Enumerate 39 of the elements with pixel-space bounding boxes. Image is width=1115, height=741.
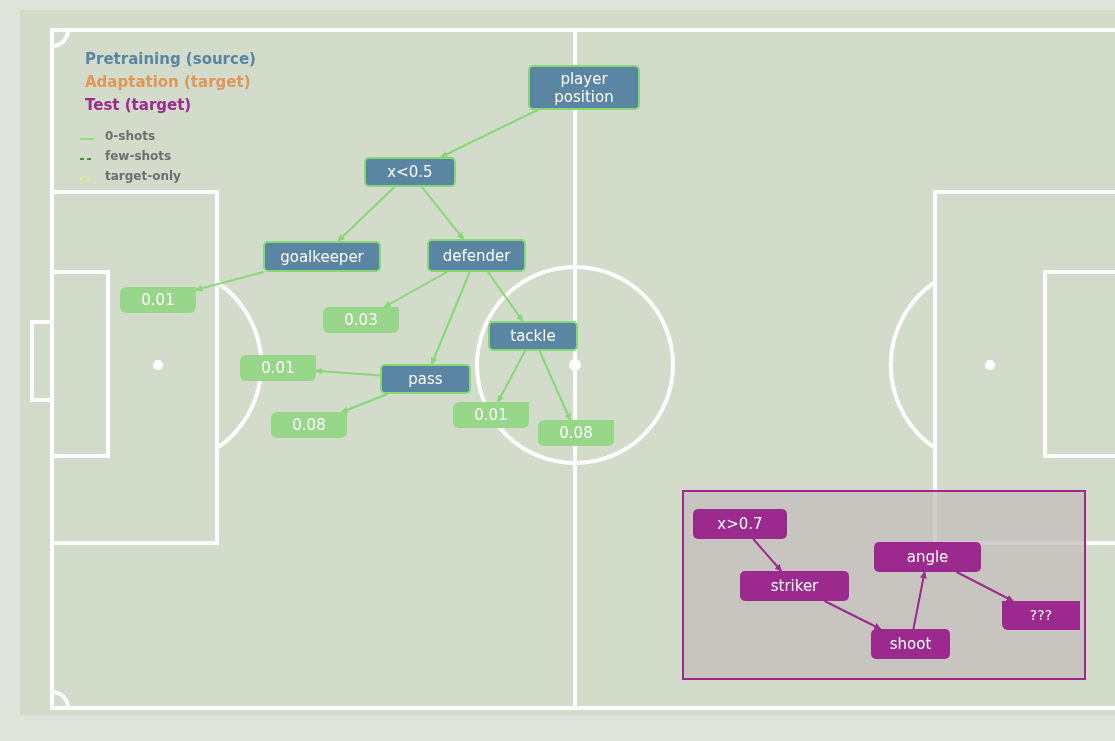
leaf-value-box: 0.08 <box>271 412 347 438</box>
decision-node: x<0.5 <box>364 157 456 187</box>
arrow <box>487 271 524 322</box>
legend-text: Pretraining (source) <box>85 50 256 68</box>
decision-node: goalkeeper <box>263 241 381 272</box>
test-node: shoot <box>871 629 950 659</box>
leaf-value-box: 0.01 <box>453 402 529 428</box>
arrow <box>538 350 572 421</box>
arrow <box>912 571 927 630</box>
test-node: angle <box>874 542 981 572</box>
arrow <box>430 271 471 365</box>
test-leaf-box: ??? <box>1002 601 1080 630</box>
test-node: x>0.7 <box>693 509 787 539</box>
legend-text: Test (target) <box>85 96 192 114</box>
arrow <box>955 571 1014 602</box>
arrow <box>315 367 381 377</box>
arrow <box>340 393 389 413</box>
leaf-value-box: 0.01 <box>120 287 196 313</box>
legend-text: 0-shots <box>105 129 156 143</box>
legend-text: few-shots <box>105 149 172 163</box>
decision-node: defender <box>427 239 526 272</box>
arrow <box>823 600 882 630</box>
arrow <box>496 350 526 403</box>
decision-node: tackle <box>488 321 578 351</box>
arrow <box>439 109 539 158</box>
arrow <box>195 271 265 292</box>
arrow <box>420 186 465 240</box>
arrow <box>752 538 783 572</box>
decision-node: pass <box>380 364 471 394</box>
leaf-value-box: 0.03 <box>323 307 399 333</box>
leaf-value-box: 0.08 <box>538 420 614 446</box>
test-node: striker <box>740 571 849 601</box>
decision-node: player position <box>528 65 640 110</box>
arrow <box>383 271 448 308</box>
test-panel <box>682 490 1086 680</box>
arrow <box>337 186 396 242</box>
leaf-value-box: 0.01 <box>240 355 316 381</box>
legend-text: Adaptation (target) <box>85 73 251 91</box>
legend-text: target-only <box>105 169 181 183</box>
